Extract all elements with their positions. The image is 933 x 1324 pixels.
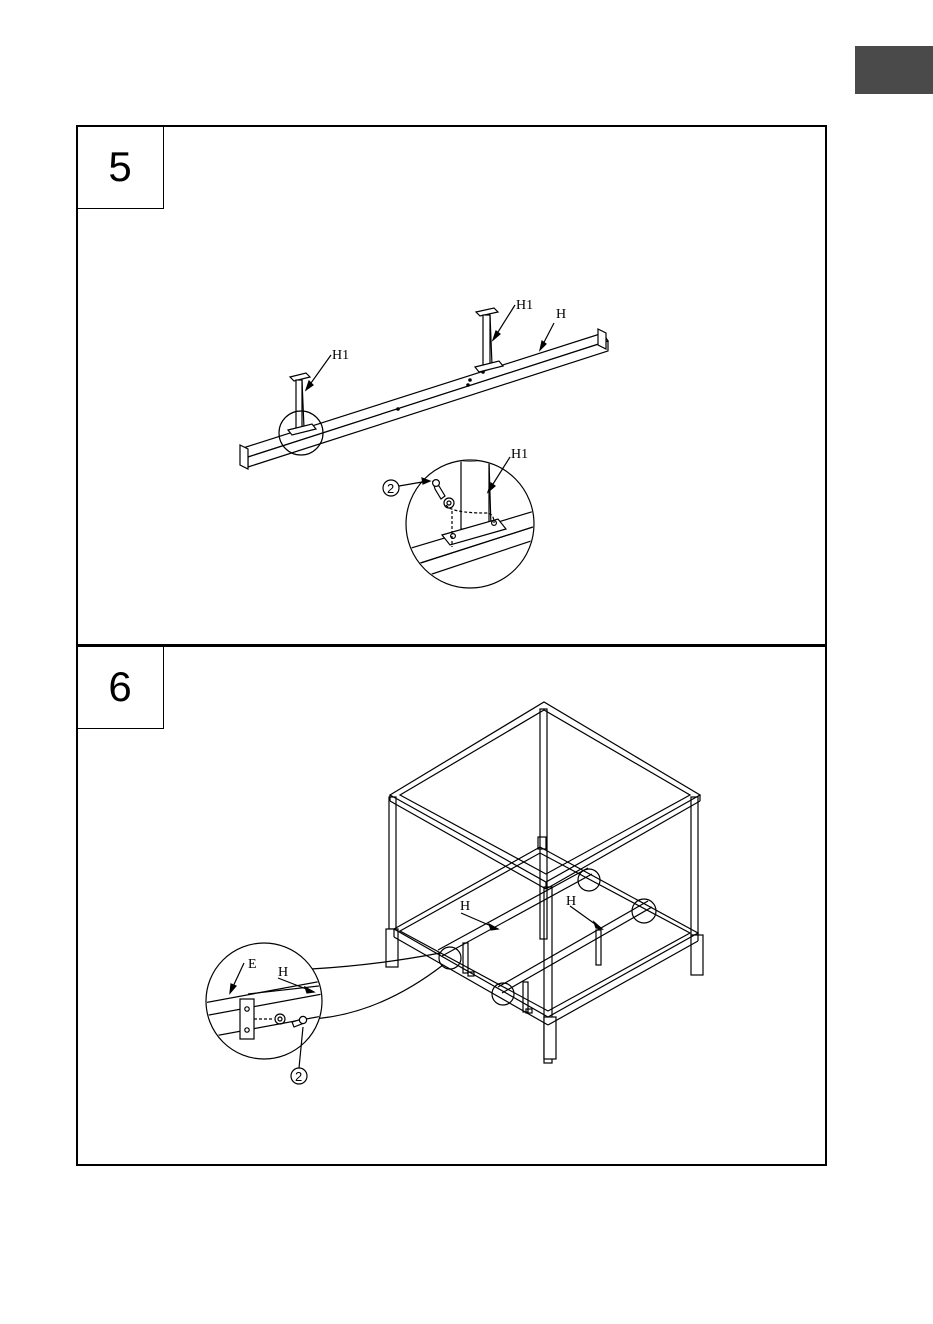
label-h-detail: H <box>278 965 288 980</box>
step-5-illustration: H1 H1 H H1 2 <box>78 127 829 648</box>
label-h1-detail: H1 <box>511 447 528 462</box>
step-5-panel: 5 <box>76 125 827 646</box>
detail-zoom <box>198 943 328 1059</box>
label-h: H <box>556 307 566 322</box>
step-6-illustration: H H E H 2 <box>78 647 829 1168</box>
canopy-top-frame <box>390 702 700 889</box>
posts <box>386 709 703 1063</box>
label-h-left: H <box>460 899 470 914</box>
language-tab <box>855 46 933 94</box>
label-h-right: H <box>566 894 576 909</box>
part-callout-2: 2 <box>295 1069 302 1084</box>
label-h1-left: H1 <box>332 348 349 363</box>
post-h1-right <box>475 308 503 372</box>
label-e-detail: E <box>248 957 257 972</box>
middle-beams <box>438 868 652 1013</box>
beam-h <box>240 329 608 469</box>
step-6-panel: 6 <box>76 645 827 1166</box>
label-h1-right: H1 <box>516 298 533 313</box>
part-callout-2: 2 <box>387 481 394 496</box>
